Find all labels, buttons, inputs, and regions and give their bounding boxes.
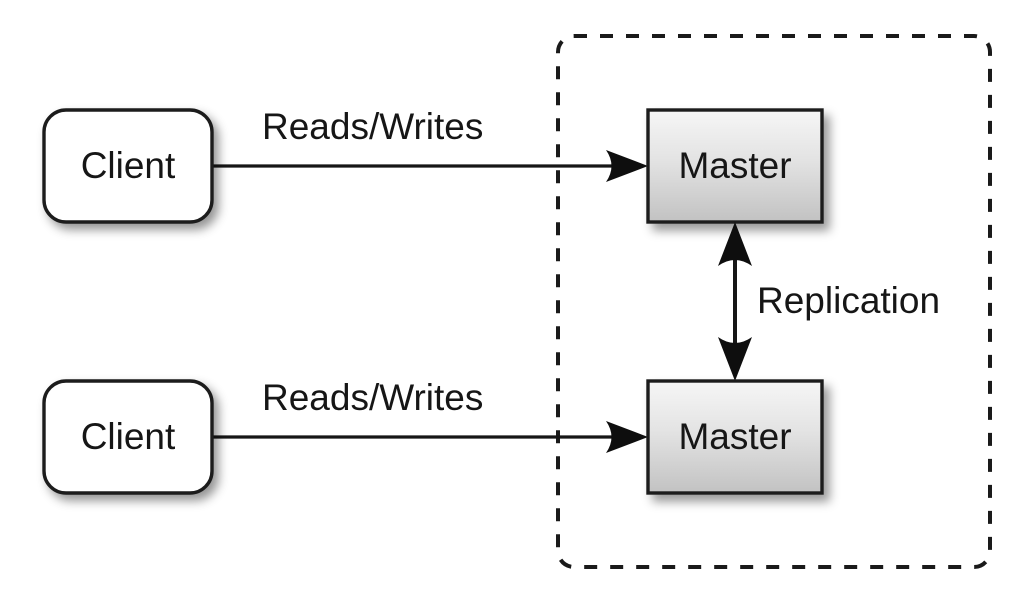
master-node-bottom[interactable]: Master bbox=[646, 379, 824, 495]
replication-cluster-boundary bbox=[556, 34, 992, 569]
edge-reads-writes-top: Reads/Writes bbox=[212, 106, 648, 182]
cluster-boundary-rect bbox=[556, 34, 992, 569]
client-node-bottom-shape[interactable] bbox=[42, 379, 214, 495]
client-node-top-label: Client bbox=[81, 145, 176, 186]
client-node-top[interactable]: Client bbox=[42, 108, 214, 224]
arrowhead-up-icon bbox=[718, 222, 752, 266]
client-node-bottom-label: Client bbox=[81, 416, 176, 457]
master-node-bottom-label: Master bbox=[678, 416, 791, 457]
edge-label-reads-writes-bottom: Reads/Writes bbox=[262, 377, 483, 418]
edge-replication: Replication bbox=[718, 222, 940, 381]
arrowhead-end-icon bbox=[606, 150, 648, 182]
edge-reads-writes-bottom: Reads/Writes bbox=[212, 377, 648, 453]
master-node-top[interactable]: Master bbox=[646, 108, 824, 224]
master-node-top-shape[interactable] bbox=[646, 108, 824, 224]
client-node-bottom[interactable]: Client bbox=[42, 379, 214, 495]
master-node-bottom-shape[interactable] bbox=[646, 379, 824, 495]
arrowhead-end-icon bbox=[606, 421, 648, 453]
client-node-top-shape[interactable] bbox=[42, 108, 214, 224]
arrowhead-down-icon bbox=[718, 337, 752, 381]
edge-label-replication: Replication bbox=[757, 280, 940, 321]
master-node-top-label: Master bbox=[678, 145, 791, 186]
edge-label-reads-writes-top: Reads/Writes bbox=[262, 106, 483, 147]
